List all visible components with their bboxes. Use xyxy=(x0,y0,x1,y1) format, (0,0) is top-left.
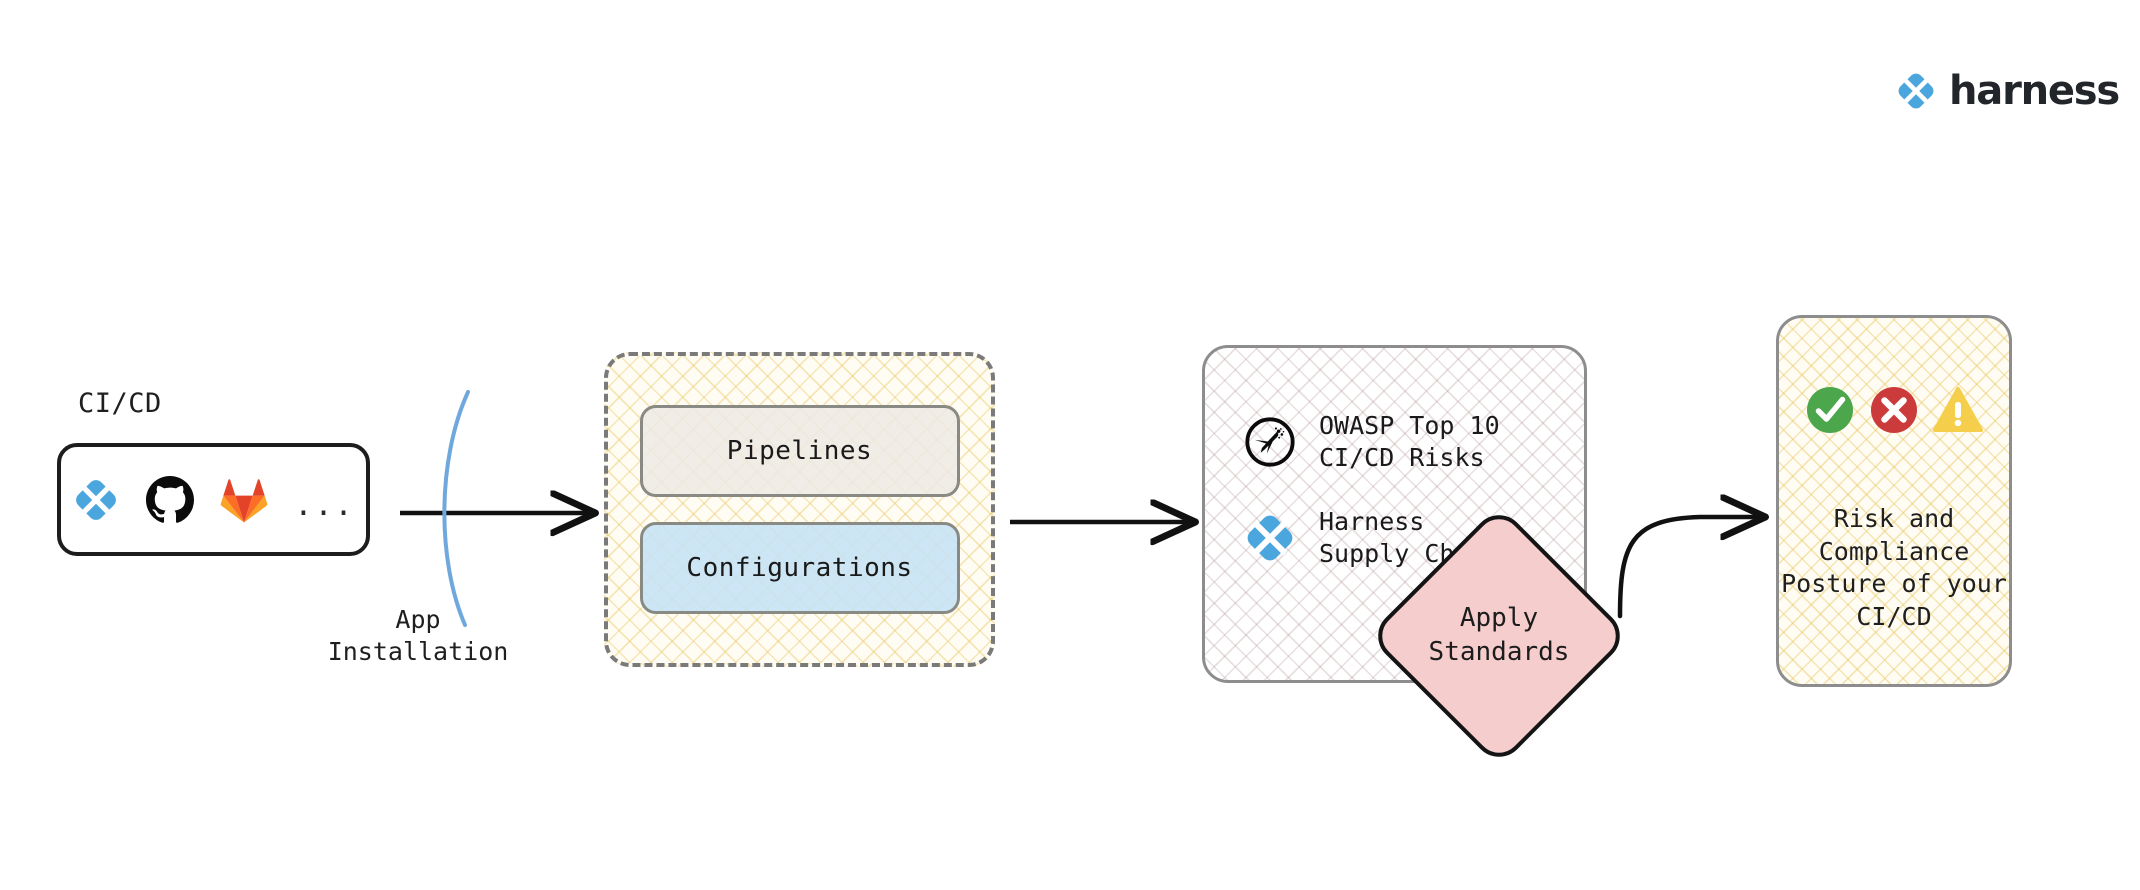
outcome-label: Risk and Compliance Posture of your CI/C… xyxy=(1781,504,2007,631)
app-installation-label: App Installation xyxy=(327,605,509,666)
harness-logo-icon xyxy=(76,479,117,520)
status-icon-group xyxy=(1805,385,1983,435)
gitlab-logo-icon xyxy=(221,478,268,523)
check-circle-icon xyxy=(1807,387,1853,433)
apply-standards-label: Apply Standards xyxy=(1428,603,1570,667)
apply-standards-decision: Apply Standards xyxy=(1367,504,1631,768)
owasp-logo-icon xyxy=(1245,417,1295,467)
x-circle-icon xyxy=(1871,387,1917,433)
github-logo-icon xyxy=(146,475,195,523)
outcome-panel: Risk and Compliance Posture of your CI/C… xyxy=(1776,315,2012,687)
standards-row-owasp-label: OWASP Top 10 CI/CD Risks xyxy=(1319,411,1500,472)
harness-logo-icon xyxy=(1247,515,1293,561)
card-configurations: Configurations xyxy=(639,522,960,614)
harness-wordmark: harness xyxy=(1949,68,2120,114)
warning-triangle-icon xyxy=(1933,387,1983,432)
cicd-tools-box: ... xyxy=(57,443,370,556)
standards-row-owasp: OWASP Top 10 CI/CD Risks xyxy=(1243,410,1584,474)
card-pipelines-label: Pipelines xyxy=(726,436,873,466)
harness-diamond-icon xyxy=(1898,73,1934,109)
harness-brand-logo: harness xyxy=(1895,68,2120,114)
app-installation-boundary-curve xyxy=(442,390,470,627)
cicd-group-title: CI/CD xyxy=(78,388,162,419)
more-tools-ellipsis: ... xyxy=(294,487,355,523)
card-pipelines: Pipelines xyxy=(639,405,960,497)
ingest-group: Pipelines Configurations xyxy=(604,352,995,667)
connector-standards-to-outcome xyxy=(1617,517,1762,619)
card-configurations-label: Configurations xyxy=(686,553,913,583)
